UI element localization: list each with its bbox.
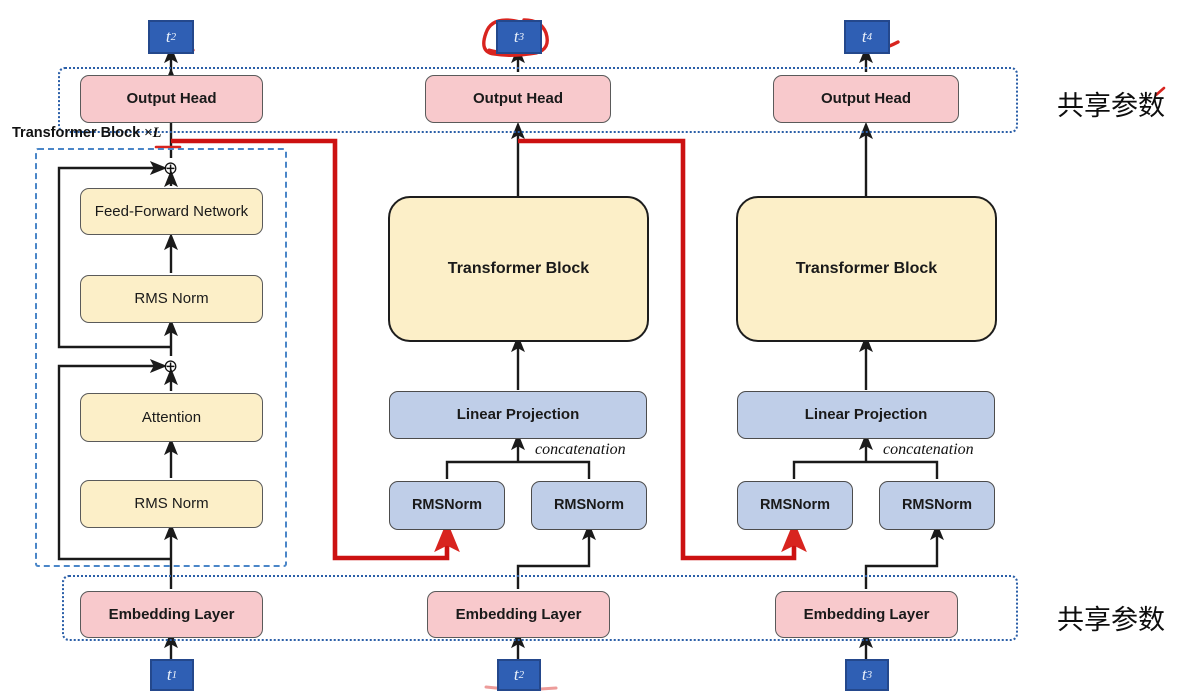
embedding-layer-left[interactable]: Embedding Layer bbox=[80, 591, 263, 638]
input-token-t2-label: t bbox=[513, 665, 519, 684]
rms-norm-lower-label: RMS Norm bbox=[134, 495, 209, 513]
embedding-layer-right[interactable]: Embedding Layer bbox=[775, 591, 958, 638]
embedding-layer-right-label: Embedding Layer bbox=[803, 605, 930, 623]
input-token-t2-sub: 2 bbox=[518, 669, 525, 681]
concatenation-label-middle-text: concatenation bbox=[535, 441, 626, 458]
output-token-t4-label: t bbox=[861, 27, 867, 46]
linear-projection-middle-label: Linear Projection bbox=[456, 406, 580, 424]
rmsnorm-middle-right-label: RMSNorm bbox=[553, 497, 625, 514]
transformer-block-middle-label: Transformer Block bbox=[447, 259, 590, 277]
transformer-block-loop-container bbox=[35, 148, 287, 567]
transformer-block-multiplier-symbol: × bbox=[144, 125, 153, 141]
rms-norm-lower-box[interactable]: RMS Norm bbox=[80, 480, 263, 528]
input-token-t1-sub: 1 bbox=[171, 669, 178, 681]
input-token-t3-label: t bbox=[861, 665, 867, 684]
feed-forward-network-label: Feed-Forward Network bbox=[94, 202, 249, 220]
linear-projection-right[interactable]: Linear Projection bbox=[737, 391, 995, 439]
transformer-block-right-label: Transformer Block bbox=[795, 259, 938, 277]
linear-projection-middle[interactable]: Linear Projection bbox=[389, 391, 647, 439]
linear-projection-right-label: Linear Projection bbox=[804, 406, 928, 424]
embedding-layer-middle[interactable]: Embedding Layer bbox=[427, 591, 610, 638]
embedding-layer-middle-label: Embedding Layer bbox=[455, 605, 582, 623]
concatenation-label-right: concatenation bbox=[883, 441, 974, 459]
annotation-circle-t3-output bbox=[482, 18, 549, 57]
input-token-t1-label: t bbox=[166, 665, 172, 684]
output-head-middle-label: Output Head bbox=[473, 90, 563, 108]
concatenation-label-middle: concatenation bbox=[535, 441, 626, 459]
transformer-block-right[interactable]: Transformer Block bbox=[736, 196, 997, 342]
rmsnorm-middle-left[interactable]: RMSNorm bbox=[389, 481, 505, 530]
rmsnorm-right-left[interactable]: RMSNorm bbox=[737, 481, 853, 530]
output-token-t3-sub: 3 bbox=[518, 31, 525, 43]
rms-norm-upper-box[interactable]: RMS Norm bbox=[80, 275, 263, 323]
annotation-pen-tick-shared-params-top bbox=[1154, 86, 1166, 97]
residual-add-lower-glyph: ⊕ bbox=[163, 356, 179, 376]
transformer-block-loop-title-text: Transformer Block bbox=[12, 125, 145, 141]
shared-params-label-top-text: 共享参数 bbox=[1057, 91, 1165, 122]
input-token-t3-sub: 3 bbox=[866, 669, 873, 681]
rmsnorm-middle-right[interactable]: RMSNorm bbox=[531, 481, 647, 530]
concatenation-label-right-text: concatenation bbox=[883, 441, 974, 458]
feed-forward-network-box[interactable]: Feed-Forward Network bbox=[80, 188, 263, 235]
rmsnorm-right-right-label: RMSNorm bbox=[901, 497, 973, 514]
output-head-right[interactable]: Output Head bbox=[773, 75, 959, 123]
rms-norm-upper-label: RMS Norm bbox=[134, 290, 209, 308]
shared-params-label-bottom-text: 共享参数 bbox=[1057, 605, 1165, 636]
output-head-left-label: Output Head bbox=[126, 90, 217, 108]
shared-params-label-top: 共享参数 bbox=[1057, 84, 1165, 123]
output-head-middle[interactable]: Output Head bbox=[425, 75, 611, 123]
transformer-block-middle[interactable]: Transformer Block bbox=[388, 196, 649, 342]
shared-output-head-container bbox=[58, 67, 1018, 133]
output-token-t2-sub: 2 bbox=[170, 31, 177, 43]
residual-add-lower-icon: ⊕ bbox=[163, 357, 178, 375]
output-head-left[interactable]: Output Head bbox=[80, 75, 263, 123]
hidden-state-path-main-to-mid bbox=[171, 138, 460, 561]
shared-params-label-bottom: 共享参数 bbox=[1057, 598, 1165, 637]
embedding-layer-left-label: Embedding Layer bbox=[108, 605, 235, 623]
output-token-t2-label: t bbox=[165, 27, 171, 46]
attention-box[interactable]: Attention bbox=[80, 393, 263, 442]
attention-label: Attention bbox=[141, 408, 202, 426]
hidden-state-path-group bbox=[171, 138, 807, 561]
output-token-t4-sub: 4 bbox=[866, 31, 873, 43]
rmsnorm-right-left-label: RMSNorm bbox=[759, 497, 831, 514]
rmsnorm-right-right[interactable]: RMSNorm bbox=[879, 481, 995, 530]
residual-add-upper-glyph: ⊕ bbox=[163, 158, 179, 178]
transformer-block-multiplier-value: L bbox=[152, 125, 162, 141]
output-head-right-label: Output Head bbox=[821, 90, 911, 108]
output-token-t3-label: t bbox=[513, 27, 519, 46]
residual-add-upper-icon: ⊕ bbox=[163, 159, 178, 177]
hidden-state-path-mid-to-right bbox=[518, 138, 807, 561]
shared-embedding-container bbox=[62, 575, 1018, 641]
transformer-block-loop-title: Transformer Block ×L bbox=[12, 125, 162, 142]
rmsnorm-middle-left-label: RMSNorm bbox=[411, 497, 483, 514]
